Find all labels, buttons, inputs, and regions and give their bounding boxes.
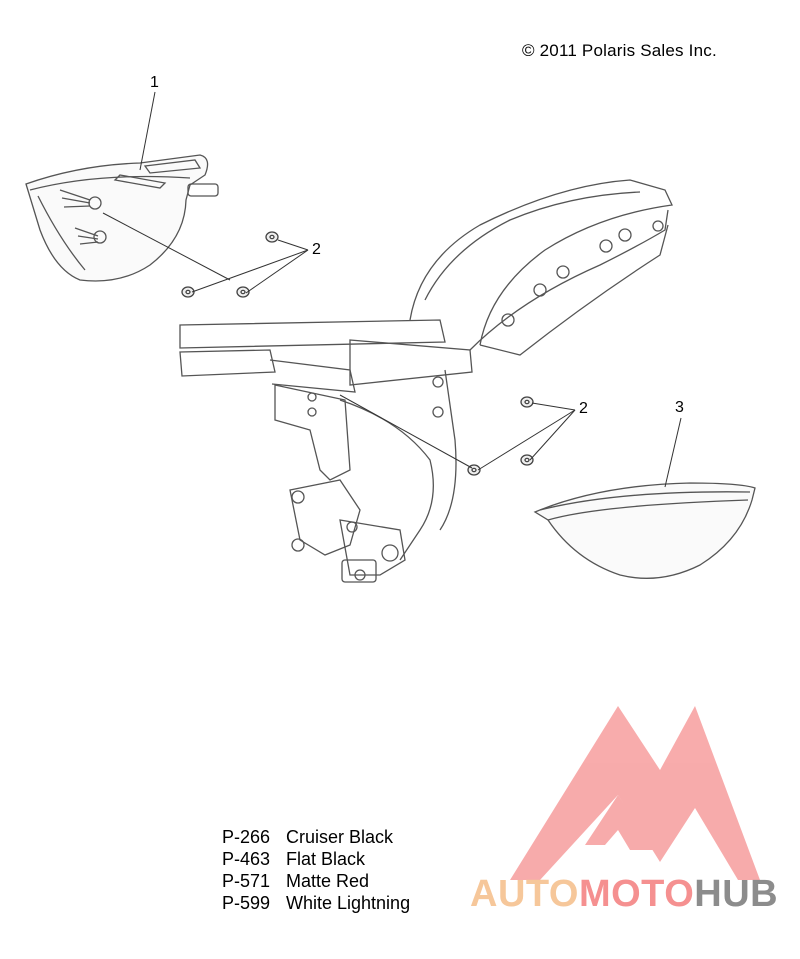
- legend-name: Matte Red: [286, 871, 370, 891]
- watermark-text: AUTOMOTOHUB: [470, 873, 778, 916]
- callout-part-2-upper: 2: [312, 241, 321, 258]
- watermark-auto: AUTO: [470, 873, 579, 915]
- legend-code: P-463: [222, 849, 271, 869]
- legend-name: Cruiser Black: [286, 827, 394, 847]
- legend-name: Flat Black: [286, 849, 366, 869]
- side-cover-right: [533, 482, 756, 579]
- motorcycle-frame: [179, 179, 673, 583]
- watermark-hub: HUB: [694, 873, 779, 915]
- nut-fasteners: [181, 231, 534, 476]
- side-cover-left: [25, 154, 219, 282]
- legend-name: White Lightning: [286, 893, 411, 913]
- leader-lines: [102, 91, 682, 488]
- color-legend: P-266 Cruiser Black P-463 Flat Black P-571…: [222, 826, 410, 914]
- watermark-moto: MOTO: [578, 873, 695, 915]
- legend-code: P-599: [222, 893, 271, 913]
- callout-part-3: 3: [675, 399, 684, 416]
- callout-part-2-lower: 2: [579, 400, 588, 417]
- legend-row-p463: P-463 Flat Black: [222, 848, 410, 870]
- legend-row-p266: P-266 Cruiser Black: [222, 826, 410, 848]
- callout-part-1: 1: [150, 74, 159, 91]
- legend-code: P-571: [222, 871, 271, 891]
- copyright-notice: © 2011 Polaris Sales Inc.: [522, 41, 717, 60]
- legend-row-p599: P-599 White Lightning: [222, 892, 410, 914]
- legend-code: P-266: [222, 827, 271, 847]
- watermark-logo: [510, 706, 760, 880]
- legend-row-p571: P-571 Matte Red: [222, 870, 410, 892]
